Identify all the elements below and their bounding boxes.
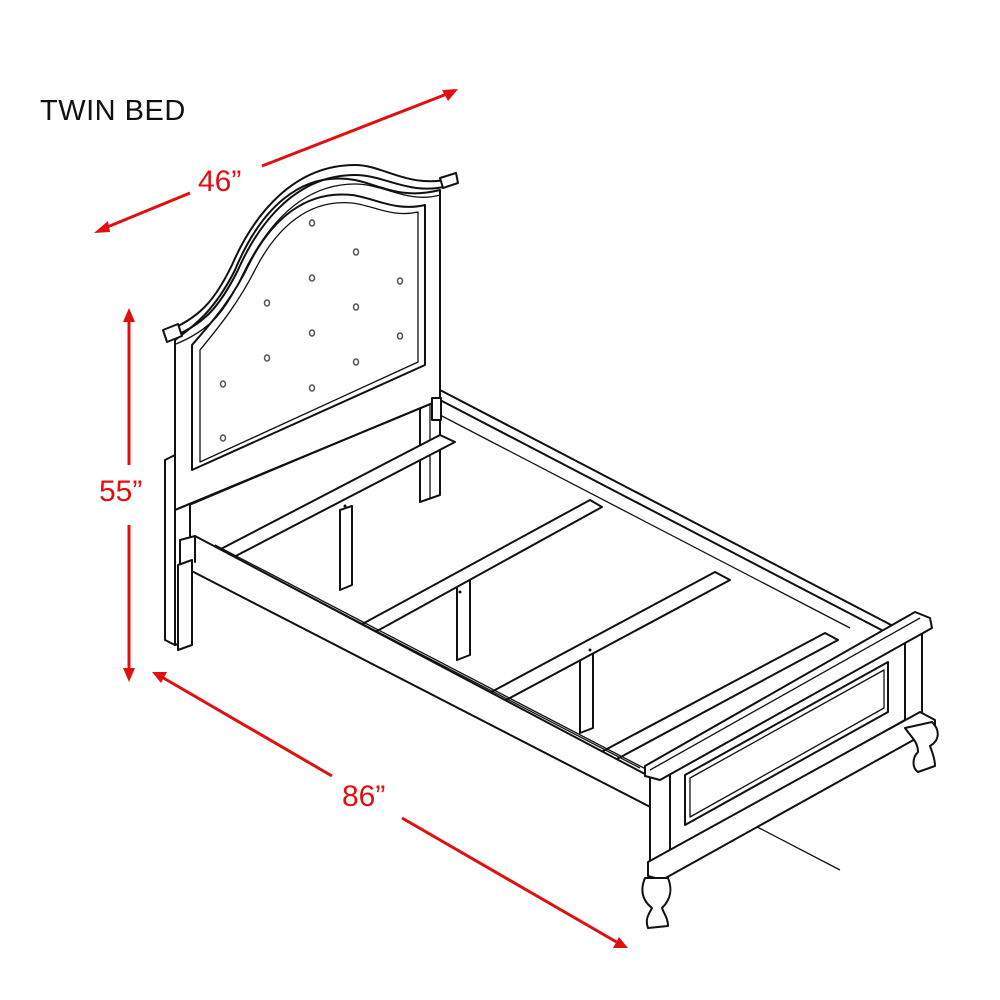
far-side-rail xyxy=(431,389,921,651)
length-dimension-label: 86” xyxy=(342,780,386,813)
near-side-rail xyxy=(177,535,661,813)
width-dimension-label: 46” xyxy=(198,165,242,198)
height-dimension-arrow xyxy=(123,308,135,682)
width-dimension-arrow xyxy=(94,89,458,233)
height-dimension-label: 55” xyxy=(99,475,143,508)
length-dimension-arrow xyxy=(152,672,628,948)
center-supports xyxy=(339,505,594,734)
tufting-buttons xyxy=(219,219,404,442)
diagram-title: TWIN BED xyxy=(40,95,186,127)
back-leg xyxy=(904,721,939,773)
front-leg xyxy=(641,877,672,929)
slats xyxy=(214,434,839,767)
footboard xyxy=(641,611,939,929)
